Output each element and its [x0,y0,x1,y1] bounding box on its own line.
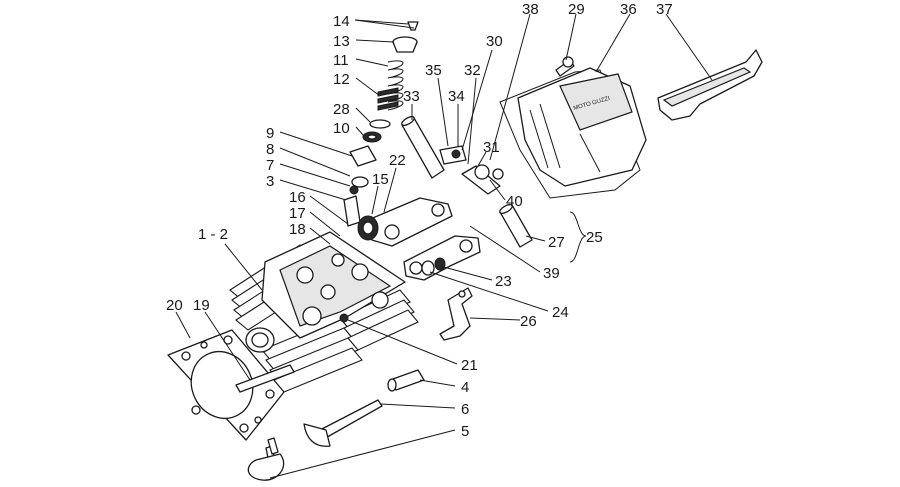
callout-30: 30 [486,33,503,50]
callout-22: 22 [389,152,406,169]
callout-39: 39 [543,265,560,282]
valve-guide [343,195,361,227]
lower-spring-seat [349,145,377,167]
callout-16: 16 [289,189,306,206]
bracket [439,287,473,341]
callout-9: 9 [266,125,274,142]
callout-10: 10 [333,120,350,137]
callout-24: 24 [552,304,569,321]
adjuster-screw [461,165,501,195]
callout-17: 17 [289,205,306,222]
callout-15: 15 [372,171,389,188]
valve-seal [362,131,382,143]
callout-5: 5 [461,423,469,440]
head-stud [235,364,295,393]
callout-32: 32 [464,62,481,79]
callout-34: 34 [448,88,465,105]
callout-28: 28 [333,101,350,118]
valve-cover: MOTO GUZZI [517,67,647,187]
leader-lines [175,13,713,479]
intake-valve [303,399,383,447]
callout-12: 12 [333,71,350,88]
rocker-spacer [357,215,379,241]
callout-29: 29 [568,1,585,18]
outer-valve-spring [387,60,404,111]
head-gasket [167,329,285,441]
callout-11: 11 [333,52,349,69]
callout-21: 21 [461,357,478,374]
callout-23: 23 [495,273,512,290]
cover-bolt [555,56,575,77]
callout-13: 13 [333,33,350,50]
valve-spring-retainer [392,36,418,53]
exhaust-valve [247,437,285,481]
callout-31: 31 [483,139,500,156]
cylinder-head [229,231,419,393]
callout-7: 7 [266,157,274,174]
pushrod-tube [401,115,445,179]
callout-3: 3 [266,173,274,190]
callout-33: 33 [403,88,420,105]
upper-rocker-arm [367,197,453,247]
adjuster-nut [474,164,504,180]
callout-36: 36 [620,1,637,18]
callout-20: 20 [166,297,183,314]
valve-cotters [407,21,419,31]
inner-valve-spring [377,87,399,111]
callout-27: 27 [548,234,565,251]
callout-labels: 14 13 11 12 28 10 9 8 7 3 16 17 18 1 - 2… [166,1,673,440]
pushrod [387,369,425,392]
callout-25: 25 [586,229,603,246]
callout-18: 18 [289,221,306,238]
callout-26: 26 [520,313,537,330]
spring-washer [369,119,391,129]
callout-14: 14 [333,13,350,30]
rocker-shaft-bolt [439,145,467,165]
callout-37: 37 [656,1,673,18]
callout-38: 38 [522,1,539,18]
callout-1-2: 1 - 2 [198,226,228,243]
valve-cover-gasket [499,69,641,199]
valve-guide-ring [351,176,369,188]
callout-35: 35 [425,62,442,79]
callout-6: 6 [461,401,469,418]
callout-4: 4 [461,379,469,396]
cover-bar [657,49,763,121]
small-o-ring [349,185,359,195]
pushrod-bushing [499,203,533,248]
callout-8: 8 [266,141,274,158]
callout-19: 19 [193,297,210,314]
callout-40: 40 [506,193,523,210]
